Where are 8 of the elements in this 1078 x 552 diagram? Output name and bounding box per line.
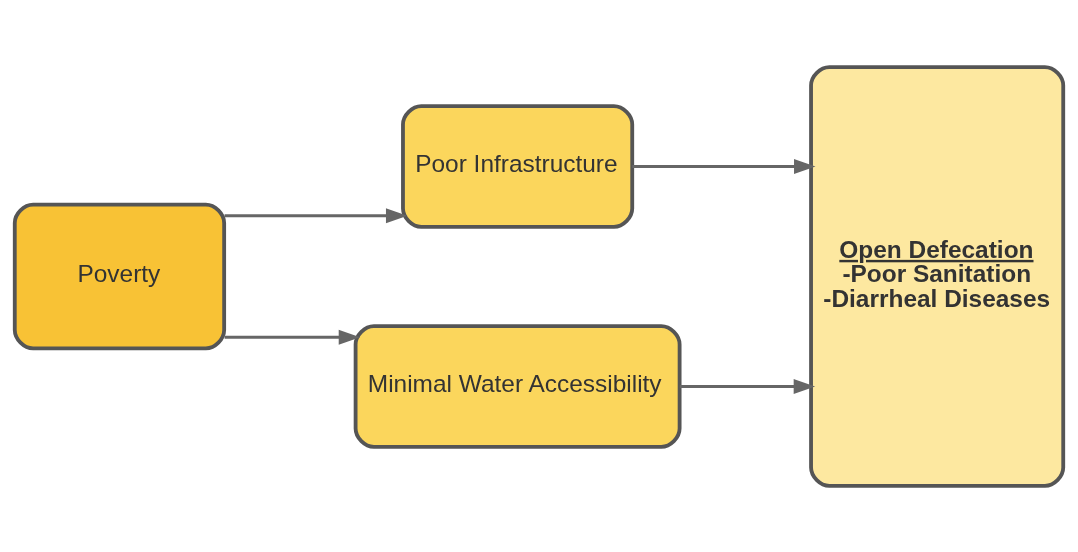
arrow bbox=[224, 329, 361, 345]
node-box: Poor Infrastructure bbox=[401, 103, 635, 229]
node-box: Open Defecation -Poor Sanitation -Diarrheal Diseases bbox=[809, 64, 1066, 488]
arrow bbox=[679, 378, 816, 394]
node-box: Poverty bbox=[12, 202, 227, 350]
node-box: Minimal Water Accessibility bbox=[353, 323, 682, 449]
arrow bbox=[632, 158, 816, 174]
arrow bbox=[224, 207, 408, 223]
